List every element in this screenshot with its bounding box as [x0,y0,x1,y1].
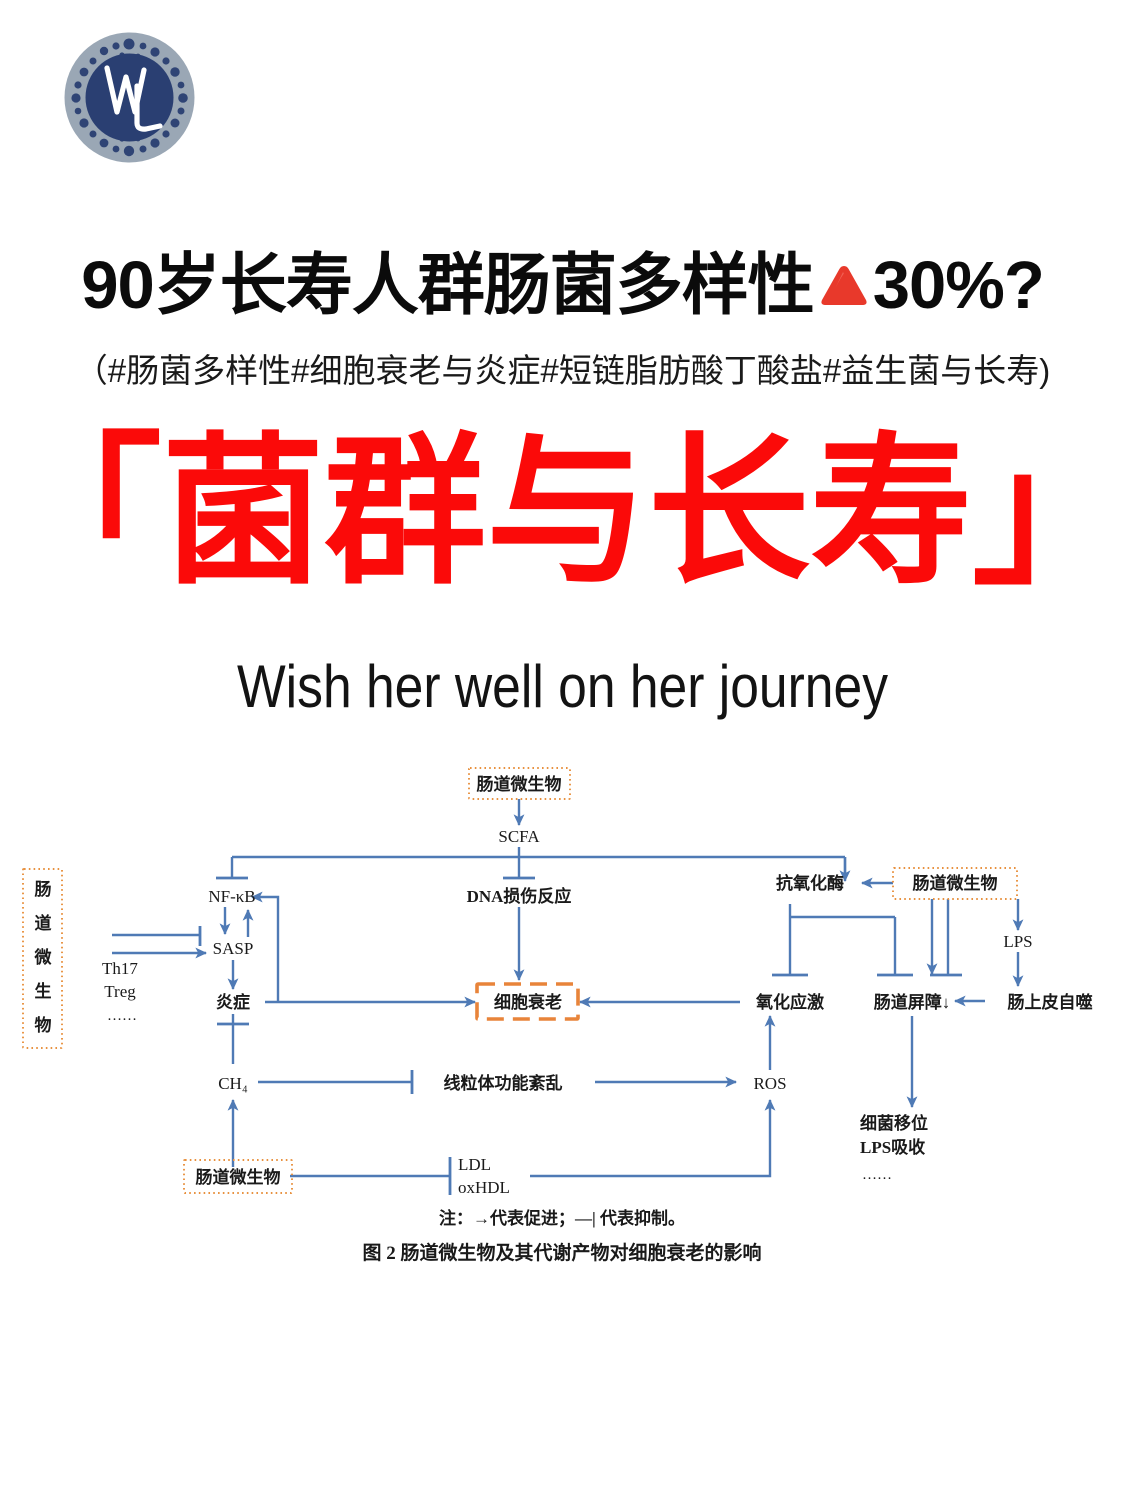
node-lps: LPS [1003,932,1032,951]
figure-note: 注：→代表促进；—| 代表抑制。 [439,1208,685,1228]
headline-text-part1: 90岁长寿人群肠菌多样性 [81,248,815,324]
node-sasp: SASP [213,939,254,958]
edge-ldl-to-ros [530,1099,776,1178]
edge-inflammation-feedback-nfkb [251,891,280,1002]
red-up-triangle-icon [816,260,872,312]
box-microbiota-left [22,868,63,1049]
node-microbiota-left-c3: 微 [34,947,53,967]
page-title: 90岁长寿人群肠菌多样性 30%? [0,243,1125,325]
node-oxhdl: oxHDL [458,1178,510,1197]
node-microbiota-left-c1: 肠 [35,880,52,899]
pathway-diagram: 肠道微生物 SCFA NF-κB DNA损伤反应 抗氧化酶 肠道微生物 肠 道 … [0,752,1125,1272]
pathway-diagram-svg: 肠道微生物 SCFA NF-κB DNA损伤反应 抗氧化酶 肠道微生物 肠 道 … [22,767,1093,1264]
node-nfkb: NF-κB [208,887,255,906]
node-microbiota-right: 肠道微生物 [913,873,998,893]
logo-wl-monogram [104,65,163,132]
node-microbiota-left: 肠 道 微 生 物 [34,880,53,1035]
hashtag-subtitle: （#肠菌多样性#细胞衰老与炎症#短链脂肪酸丁酸盐#益生菌与长寿) [74,352,1051,389]
logo-svg [64,32,195,163]
node-ldl: LDL [458,1155,491,1174]
node-mito-dysfunction: 线粒体功能紊乱 [444,1073,563,1093]
node-microbiota-top: 肠道微生物 [477,774,562,794]
node-cell-senescence: 细胞衰老 [494,992,562,1012]
node-epithelial-autophagy: 肠上皮自噬 [1008,992,1093,1012]
diagram-node-labels: 肠道微生物 SCFA NF-κB DNA损伤反应 抗氧化酶 肠道微生物 肠 道 … [34,774,1093,1197]
node-antioxidant-enzyme: 抗氧化酶 [776,873,844,893]
node-microbiota-left-c4: 生 [35,981,52,1001]
box-microbiota-bottom [183,1159,293,1194]
node-oxidative-stress: 氧化应激 [755,992,824,1012]
headline-text-part2: 30%? [872,248,1045,324]
node-gut-barrier: 肠道屏障↓ [874,992,951,1012]
box-cell-senescence [475,982,580,1021]
node-microbiota-left-c5: 物 [35,1015,52,1035]
node-bacterial-translocation: 细菌移位 [860,1113,928,1133]
node-ros: ROS [753,1074,786,1093]
node-inflammation: 炎症 [216,992,250,1012]
english-tagline: Wish her well on her journey [236,653,889,720]
node-right-ellipsis: …… [862,1167,892,1183]
edge-antioxidant-bus [788,904,897,975]
figure-caption: 图 2 肠道微生物及其代谢产物对细胞衰老的影响 [362,1241,761,1264]
box-microbiota-top [468,767,571,800]
node-ch4: CH₄ [218,1074,248,1093]
red-feature-title: 「菌群与长寿」 [0,425,1125,604]
node-th17: Th17 [102,959,138,978]
wl-monogram-logo [62,30,197,165]
edge-scfa-bus [230,847,847,878]
node-microbiota-bottom: 肠道微生物 [196,1167,281,1187]
node-left-ellipsis: …… [107,1008,137,1024]
node-dna-damage: DNA损伤反应 [467,886,572,906]
node-scfa: SCFA [498,827,540,846]
diagram-edges [112,799,1024,1195]
node-treg: Treg [104,982,136,1001]
node-microbiota-left-c2: 道 [35,913,52,933]
node-lps-absorption: LPS吸收 [860,1137,925,1157]
